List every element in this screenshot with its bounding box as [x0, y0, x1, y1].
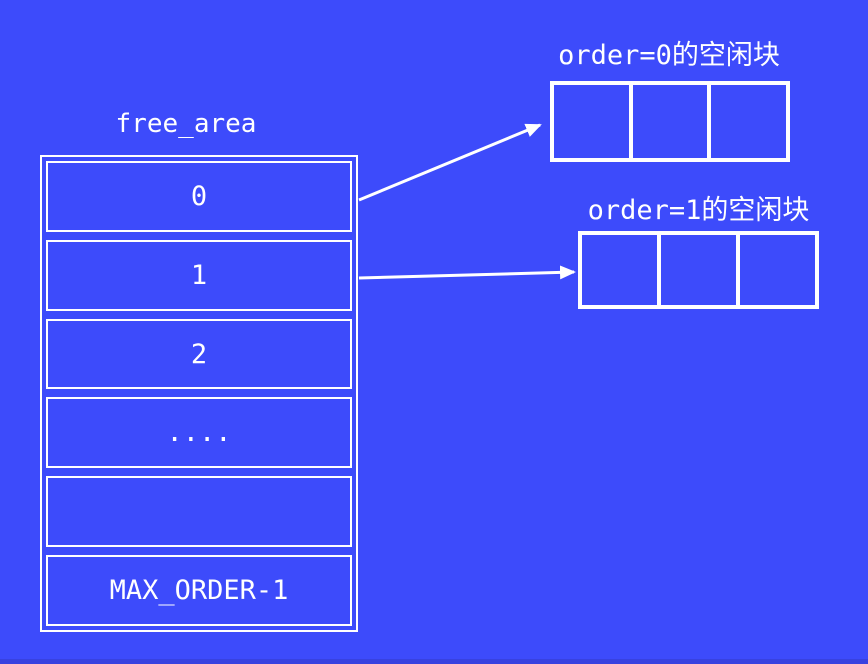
free-area-array: 0 1 2 .... MAX_ORDER-1 [40, 155, 358, 632]
order1-block-cell-2 [657, 235, 736, 305]
order1-block-cell-1 [582, 235, 657, 305]
free-area-row-max-order-label: MAX_ORDER-1 [109, 575, 289, 607]
order0-block-cell-1 [554, 85, 629, 158]
free-area-title: free_area [115, 109, 257, 139]
order0-blocks-title: order=0的空闲块 [558, 40, 780, 71]
free-area-row-max-order: MAX_ORDER-1 [46, 555, 352, 626]
free-area-row-1-label: 1 [190, 259, 208, 291]
free-area-row-ellipsis: .... [46, 397, 352, 469]
free-area-row-0-label: 0 [190, 180, 208, 212]
order0-blocks-row [550, 81, 790, 162]
free-area-row-empty [46, 476, 352, 548]
free-area-row-2-label: 2 [190, 338, 208, 370]
order1-blocks-title: order=1的空闲块 [587, 195, 810, 226]
free-area-row-2: 2 [46, 318, 352, 390]
order1-blocks-row [578, 231, 819, 309]
order1-block-cell-3 [736, 235, 815, 305]
free-area-row-0: 0 [46, 161, 352, 232]
order0-block-cell-3 [707, 85, 786, 158]
bottom-edge-strip [0, 659, 868, 664]
order0-block-cell-2 [628, 85, 708, 158]
free-area-row-ellipsis-label: .... [166, 417, 232, 449]
arrow-order1-icon [358, 265, 576, 280]
arrow-order0-icon [358, 123, 542, 202]
free-area-row-1: 1 [46, 239, 352, 311]
